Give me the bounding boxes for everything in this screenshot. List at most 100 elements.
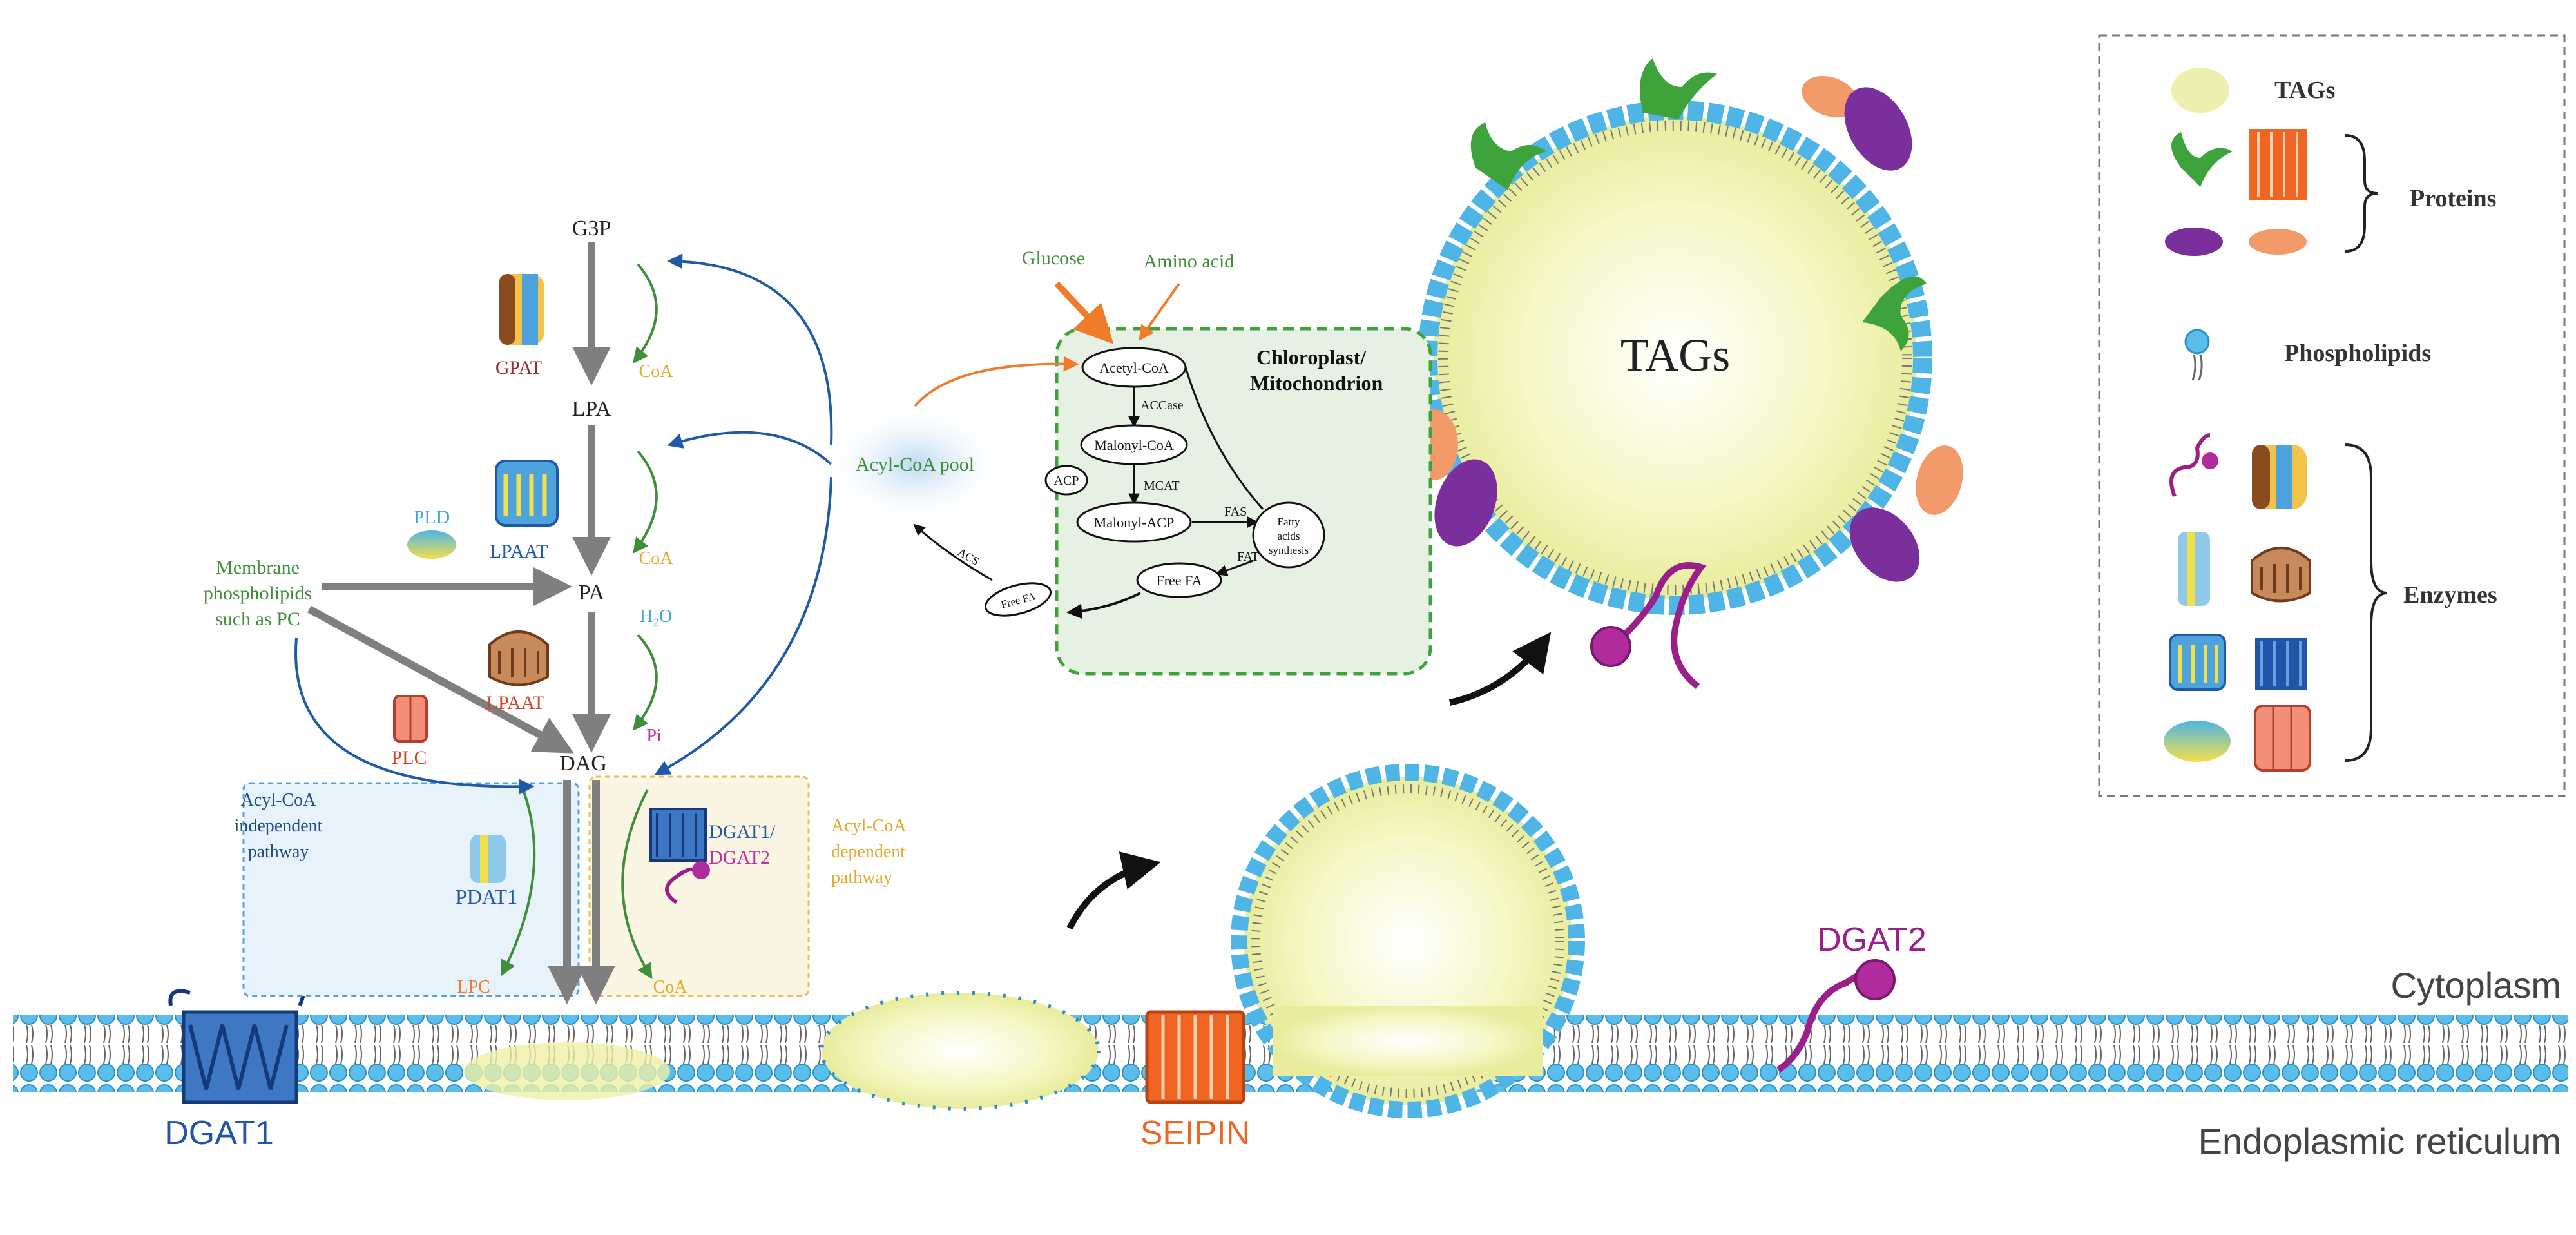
organelle-label-2: Mitochondrion [1250,371,1383,394]
acp-label: ACP [1054,474,1079,488]
orange-protein-3 [1916,445,1963,515]
lpaat2-label: LPAAT [486,692,545,714]
membrane-pl-2: phospholipids [204,583,312,604]
er-label: Endoplasmic reticulum [2198,1121,2561,1162]
malonyl-acp-label: Malonyl-ACP [1094,514,1175,530]
legend-enzymes-brace [2345,443,2388,762]
seipin-protein [1145,1010,1245,1104]
fas-text-1: Fatty [1278,516,1300,528]
pld-label: PLD [414,507,450,528]
legend-seipin-icon [2249,129,2307,200]
organelle-label-1: Chloroplast/ [1256,345,1367,369]
coa1-label: CoA [639,362,674,382]
legend-lpaat2-icon [2251,547,2311,603]
acyl-dep-2: dependent [831,842,905,862]
membrane-pl-1: Membrane [216,557,300,578]
dgat1-membrane-label: DGAT1 [164,1114,274,1152]
legend-phospholipids-label: Phospholipids [2284,340,2431,367]
cytoplasm-label: Cytoplasm [2390,965,2561,1006]
legend-box [2098,34,2566,797]
legend: TAGs Proteins Phospholipids [2098,34,2566,797]
legend-dgat1-icon [2255,638,2307,690]
lpaat1-icon [495,460,559,527]
green-protein-2 [1640,58,1717,119]
droplet-tags-label: TAGs [1620,329,1730,381]
plc-label: PLC [391,747,427,768]
pld-icon [407,530,456,559]
acyl-indep-2: independent [235,816,323,836]
fas-text-3: synthesis [1269,544,1309,556]
acyl-indep-1: Acyl-CoA [241,790,316,810]
mcat-label: MCAT [1144,479,1180,493]
budding-droplet [1231,764,1585,1118]
pa-label: PA [579,581,605,605]
pdat1-icon [470,835,506,883]
legend-proteins-brace [2345,134,2378,253]
fas-label: FAS [1224,505,1247,519]
acs-label: ACS [956,545,981,568]
progression-arrow-1 [1066,851,1161,930]
purple-protein-3 [1849,507,1920,582]
dgat2-membrane-label: DGAT2 [1817,921,1927,958]
coa2-label: CoA [639,549,674,569]
dgat2-pathway-label: DGAT2 [709,847,770,868]
acyl-dep-3: pathway [831,868,892,888]
legend-enzymes-label: Enzymes [2403,581,2497,608]
legend-phospholipid-icon [2184,329,2210,381]
legend-orange-protein-icon [2249,229,2307,255]
pdat1-label: PDAT1 [456,885,517,908]
acyl-coa-independent-box [242,782,580,997]
lpaat1-label: LPAAT [490,541,548,562]
purple-protein-1 [1844,87,1912,171]
legend-plc-icon [2254,705,2311,772]
lens-droplet-medium [820,991,1101,1111]
acyl-dep-1: Acyl-CoA [831,816,907,836]
lpa-label: LPA [572,397,611,421]
legend-gpat-icon [2252,445,2307,509]
legend-lpaat1-icon [2169,634,2226,691]
gpat-icon [499,274,544,345]
coa3-label: CoA [653,977,688,997]
lpc-label: LPC [457,977,490,997]
fas-text-2: acids [1278,530,1300,542]
malonyl-coa-label: Malonyl-CoA [1094,437,1174,453]
free-fa-label: Free FA [1156,572,1202,588]
plc-icon [393,695,428,743]
legend-dgat2-icon [2169,433,2218,498]
lpaat2-icon [488,630,549,686]
acyl-coa-dependent-box [588,775,810,997]
legend-tags-icon [2171,68,2229,113]
acyl-coa-pool-label: Acyl-CoA pool [856,454,974,475]
fatty-acid-synthesis: Acyl-CoA pool Glucose Amino acid Chlorop… [822,248,1432,676]
legend-pld-icon [2164,721,2231,762]
acyl-coa-pool-cloud [822,403,1008,525]
acyl-indep-3: pathway [248,842,309,862]
large-tag-droplet: TAGs [1409,58,1963,689]
dgat2-on-droplet [1590,562,1707,689]
legend-proteins-label: Proteins [2410,185,2496,212]
kennedy-pathway: G3P GPAT CoA LPA LPAAT CoA PLD PA Membra… [204,217,907,1004]
amino-acid-label: Amino acid [1144,251,1235,272]
legend-green-protein-icon [2171,132,2233,187]
acetyl-coa-label: Acetyl-CoA [1099,360,1169,376]
g3p-label: G3P [572,217,611,240]
fat-label: FAT [1237,550,1259,564]
progression-arrow-2 [1448,632,1552,706]
legend-tags-label: TAGs [2274,77,2335,104]
seipin-label: SEIPIN [1140,1114,1251,1152]
lens-droplet-small [464,1042,670,1100]
legend-purple-protein-icon [2165,228,2223,256]
green-protein-1 [1470,122,1546,190]
dag-label: DAG [559,752,607,775]
accase-label: ACCase [1140,398,1184,413]
green-protein-3 [1862,276,1927,351]
purple-protein-2 [1434,459,1497,547]
dgat1-pathway-label: DGAT1/ [709,821,776,842]
dgat2-membrane-protein [1776,959,1896,1073]
orange-protein-1 [1802,75,1858,118]
pi-label: Pi [646,726,662,746]
dgat1-membrane-protein [168,978,305,1104]
legend-pdat1-icon [2178,532,2210,606]
membrane-pl-3: such as PC [215,608,300,630]
